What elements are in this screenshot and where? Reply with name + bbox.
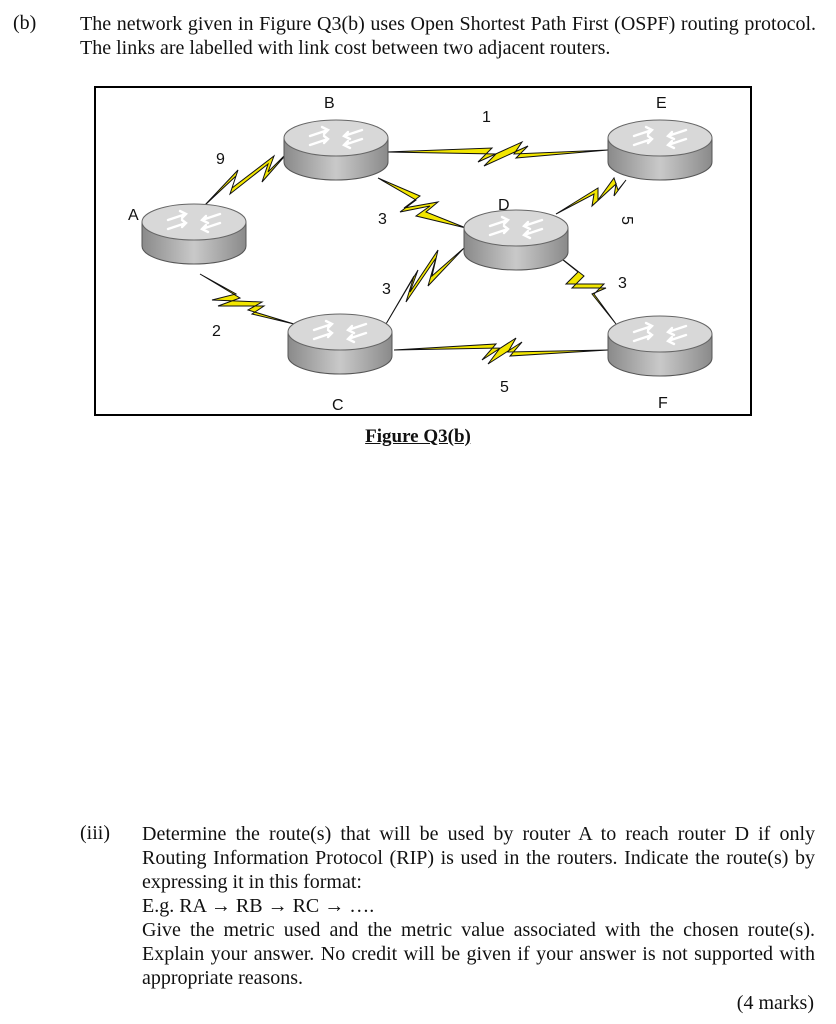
router-arrows-icon xyxy=(488,215,544,240)
link-c-d xyxy=(385,247,465,325)
network-diagram: A B C D E F 9 2 1 3 3 5 5 3 xyxy=(128,95,713,414)
link-d-e xyxy=(555,176,627,215)
router-arrows-icon xyxy=(308,125,364,150)
link-b-d xyxy=(377,177,467,229)
router-arrows-icon xyxy=(312,319,368,344)
router-a xyxy=(141,203,247,265)
question-text: The network given in Figure Q3(b) uses O… xyxy=(80,13,816,59)
marks-label: (4 marks) xyxy=(736,992,814,1014)
router-label-f: F xyxy=(658,395,668,412)
router-d xyxy=(463,209,569,271)
subquestion-line2: Give the metric used and the metric valu… xyxy=(142,919,815,989)
link-cost-b-e: 1 xyxy=(482,109,491,126)
link-a-c xyxy=(199,273,295,325)
link-cost-a-b: 9 xyxy=(216,151,225,168)
link-cost-d-f: 3 xyxy=(618,275,627,292)
subquestion-example: E.g. RA → RB → RC → …. xyxy=(142,895,375,917)
link-cost-c-f: 5 xyxy=(500,379,509,396)
link-cost-c-d: 3 xyxy=(382,281,391,298)
router-label-b: B xyxy=(324,95,335,112)
router-e xyxy=(607,119,713,181)
router-label-d: D xyxy=(498,197,510,214)
router-f xyxy=(607,315,713,377)
link-cost-d-e: 5 xyxy=(618,216,635,225)
network-figure: A B C D E F 9 2 1 3 3 5 5 3 xyxy=(94,86,752,416)
link-cost-b-d: 3 xyxy=(378,211,387,228)
router-arrows-icon xyxy=(632,321,688,346)
router-label-a: A xyxy=(128,207,139,224)
router-label-c: C xyxy=(332,397,344,414)
router-c xyxy=(287,313,393,375)
link-c-f xyxy=(393,337,609,365)
figure-caption: Figure Q3(b) xyxy=(365,426,471,447)
link-cost-a-c: 2 xyxy=(212,323,221,340)
subquestion-number: (iii) xyxy=(80,822,110,844)
subquestion-text: Determine the route(s) that will be used… xyxy=(142,822,815,990)
router-arrows-icon xyxy=(632,125,688,150)
router-arrows-icon xyxy=(166,209,222,234)
router-label-e: E xyxy=(656,95,667,112)
subquestion-line1: Determine the route(s) that will be used… xyxy=(142,823,815,893)
question-number: (b) xyxy=(13,12,37,34)
link-b-e xyxy=(385,140,609,167)
router-b xyxy=(283,119,389,181)
